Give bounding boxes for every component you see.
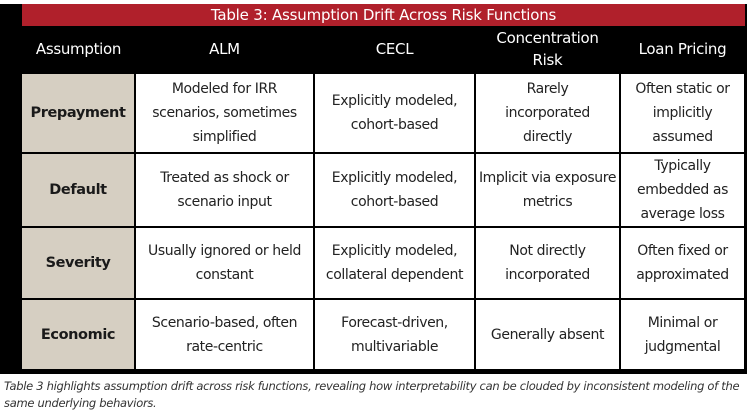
table-row: Default Treated as shock or scenario inp…	[22, 152, 746, 228]
cell-pricing: Typically embedded as average loss	[619, 152, 746, 228]
header-assumption: Assumption	[22, 26, 135, 73]
row-header-economic: Economic	[22, 298, 136, 371]
cell-alm: Modeled for IRR scenarios, sometimes sim…	[134, 72, 315, 154]
row-header-default: Default	[22, 152, 136, 228]
cell-cecl: Forecast-driven, multivariable	[313, 298, 476, 371]
cell-pricing: Minimal or judgmental	[619, 298, 746, 371]
table-row: Prepayment Modeled for IRR scenarios, so…	[22, 72, 746, 154]
header-row: Assumption ALM CECL Concentration Risk L…	[22, 26, 745, 73]
cell-cecl: Explicitly modeled, cohort-based	[313, 152, 476, 228]
cell-alm: Treated as shock or scenario input	[134, 152, 315, 228]
table-row: Severity Usually ignored or held constan…	[22, 226, 746, 300]
cell-alm: Scenario-based, often rate-centric	[134, 298, 315, 371]
cell-alm: Usually ignored or held constant	[134, 226, 315, 300]
table-caption: Table 3 highlights assumption drift acro…	[4, 379, 740, 410]
cell-concentration: Generally absent	[474, 298, 621, 371]
row-header-prepayment: Prepayment	[22, 72, 136, 154]
header-cecl: CECL	[314, 26, 475, 73]
cell-cecl: Explicitly modeled, collateral dependent	[313, 226, 476, 300]
cell-concentration: Rarely incorporated directly	[474, 72, 621, 154]
cell-concentration: Implicit via exposure metrics	[474, 152, 621, 228]
header-concentration-risk: Concentration Risk	[475, 26, 620, 73]
cell-pricing: Often fixed or approximated	[619, 226, 746, 300]
header-loan-pricing: Loan Pricing	[620, 26, 745, 73]
cell-cecl: Explicitly modeled, cohort-based	[313, 72, 476, 154]
table-row: Economic Scenario-based, often rate-cent…	[22, 298, 746, 371]
cell-concentration: Not directly incorporated	[474, 226, 621, 300]
row-header-severity: Severity	[22, 226, 136, 300]
cell-pricing: Often static or implicitly assumed	[619, 72, 746, 154]
header-alm: ALM	[135, 26, 314, 73]
table-title: Table 3: Assumption Drift Across Risk Fu…	[22, 4, 745, 26]
assumption-drift-table: Assumption ALM CECL Concentration Risk L…	[22, 26, 746, 371]
